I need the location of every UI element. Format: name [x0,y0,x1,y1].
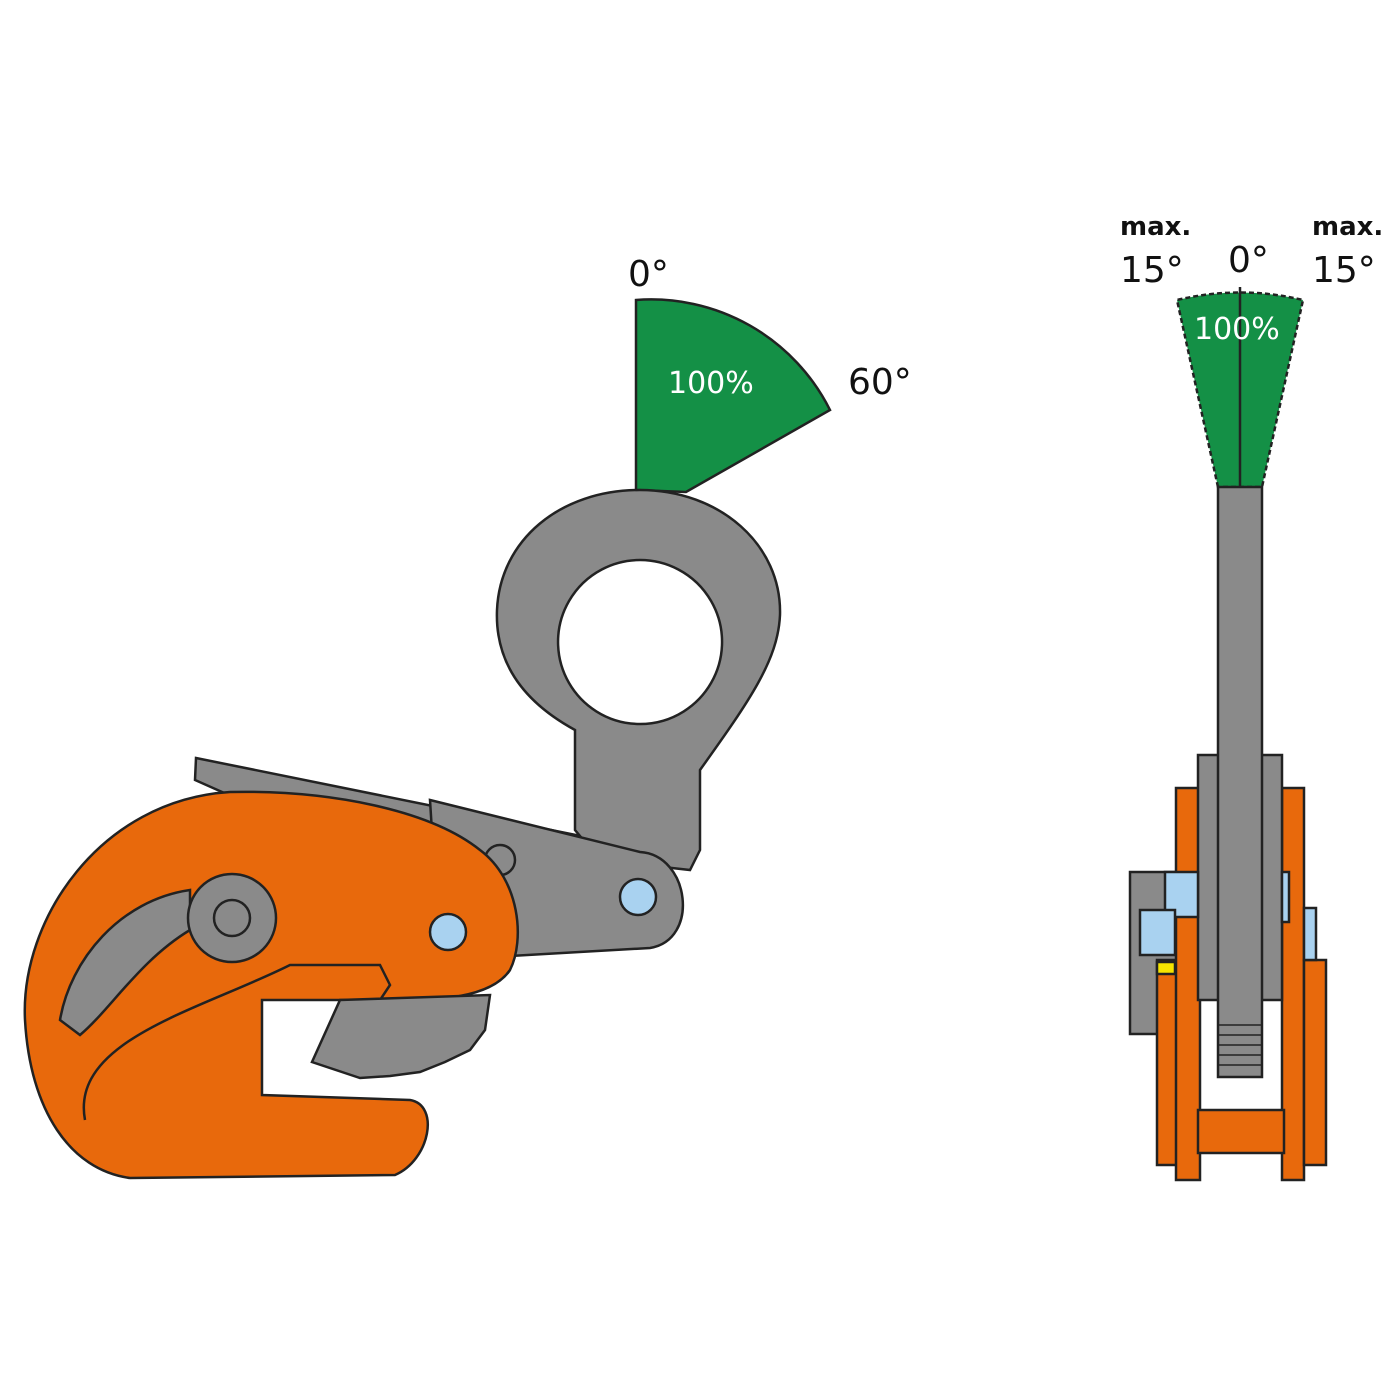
lifting-eye [495,488,782,872]
front-right-angle-label: 15° [1312,250,1376,291]
front-right-outer-plate [1302,958,1328,1167]
front-capacity-label: 100% [1194,312,1280,347]
front-bottom-bridge [1196,1108,1286,1155]
front-pin-upper [1163,870,1200,919]
front-left-max-label: max. [1120,212,1192,242]
cam-slot [58,888,192,1037]
front-pin-right-outer [1302,906,1318,962]
front-pin-right [1280,870,1291,924]
toothed-cam [310,993,492,1080]
front-eye-bar [1216,485,1264,1079]
side-capacity-label: 100% [668,366,754,401]
body-pin [428,912,468,952]
cam-pivot-hole [212,898,252,938]
front-teeth [1218,1024,1262,1066]
front-left-plate [1174,786,1202,1182]
front-pin-lower [1138,908,1177,957]
side-angle-start-label: 0° [628,254,669,295]
side-angle-end-label: 60° [848,362,912,403]
side-angle-sector [634,298,832,494]
front-right-max-label: max. [1312,212,1384,242]
clamp-body [23,790,520,1180]
pivot-pin-right [618,877,658,917]
front-center-angle-label: 0° [1228,240,1269,281]
front-right-plate [1280,786,1306,1182]
jaw-groove [82,963,392,1121]
front-spacer-yellow [1155,960,1177,976]
front-left-angle-label: 15° [1120,250,1184,291]
